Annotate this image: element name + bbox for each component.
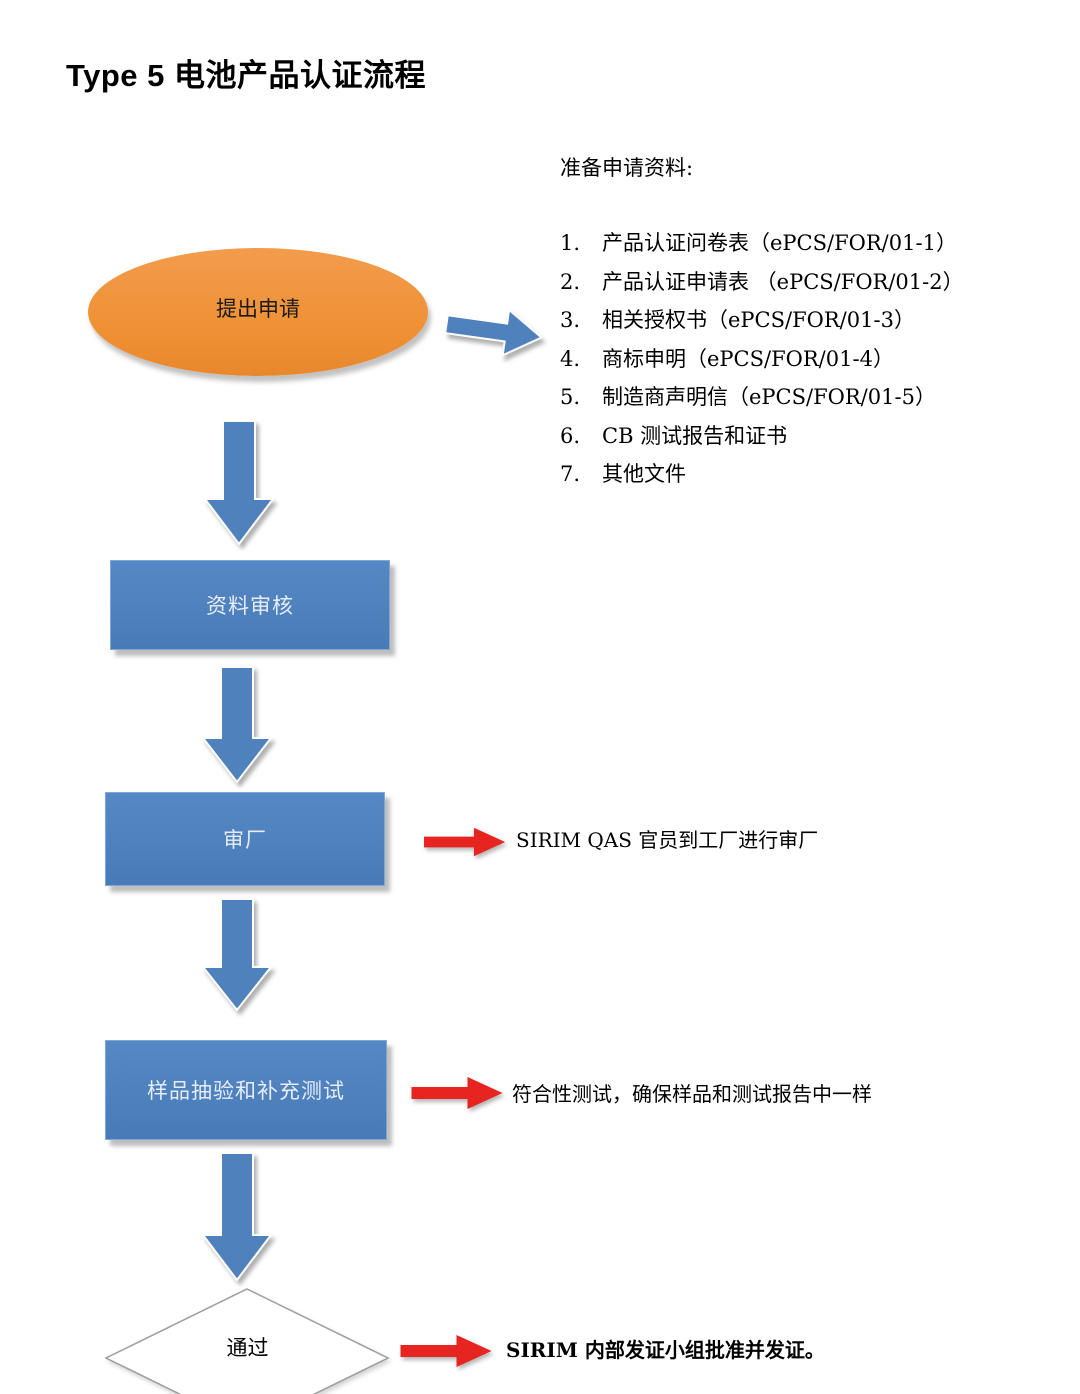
step-box-document-review: 资料审核: [110, 560, 390, 650]
decision-node-label: 通过: [226, 1336, 269, 1360]
annotation-factory-audit: SIRIM QAS 官员到工厂进行审厂: [516, 828, 819, 852]
down-arrow-icon: [202, 666, 272, 784]
down-arrow-icon: [202, 1152, 272, 1282]
page-title: Type 5 电池产品认证流程: [66, 58, 427, 93]
red-arrow-icon: [411, 1077, 503, 1109]
down-arrow-icon: [204, 420, 274, 546]
start-node-label: 提出申请: [216, 297, 300, 321]
list-item: 1.产品认证问卷表（ePCS/FOR/01-1）: [560, 231, 957, 255]
step-box-factory-audit: 审厂: [105, 792, 385, 886]
list-item: 7.其他文件: [560, 462, 686, 486]
step-label: 资料审核: [206, 594, 294, 618]
annotation-conformity-test: 符合性测试，确保样品和测试报告中一样: [512, 1082, 872, 1106]
red-arrow-icon: [424, 827, 506, 857]
step-label: 样品抽验和补充测试: [147, 1079, 345, 1103]
decision-node: [105, 1288, 390, 1394]
list-item: 2.产品认证申请表 （ePCS/FOR/01-2）: [560, 269, 964, 294]
step-label: 审厂: [223, 828, 267, 852]
prep-heading: 准备申请资料:: [560, 156, 694, 180]
right-arrow-icon: [444, 307, 544, 357]
list-item: 5.制造商声明信（ePCS/FOR/01-5）: [560, 385, 936, 409]
start-node: 提出申请: [88, 248, 428, 376]
prep-list: 1.产品认证问卷表（ePCS/FOR/01-1） 2.产品认证申请表 （ePCS…: [560, 224, 964, 494]
list-item: 3.相关授权书（ePCS/FOR/01-3）: [560, 308, 915, 332]
red-arrow-icon: [400, 1335, 492, 1367]
down-arrow-icon: [202, 898, 272, 1012]
annotation-certification: SIRIM 内部发证小组批准并发证。: [506, 1338, 825, 1362]
step-box-sample-testing: 样品抽验和补充测试: [105, 1040, 387, 1140]
list-item: 4.商标申明（ePCS/FOR/01-4）: [560, 346, 894, 371]
list-item: 6.CB 测试报告和证书: [560, 423, 788, 448]
